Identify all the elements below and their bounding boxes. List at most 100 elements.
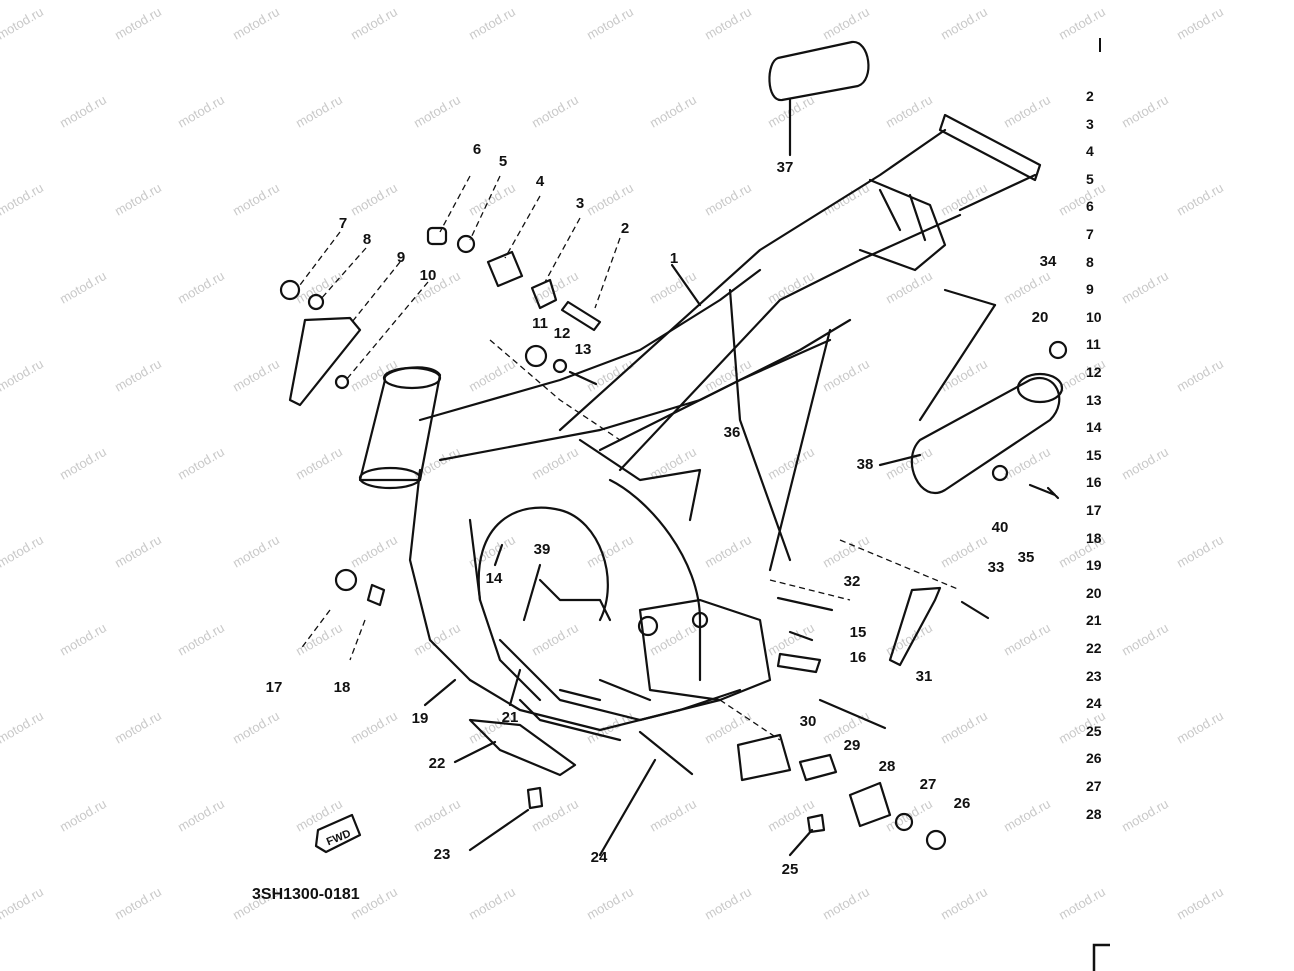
part-18-clip [366, 583, 386, 607]
watermark-text: motod.ru [466, 884, 518, 923]
watermark-text: motod.ru [411, 620, 463, 659]
callout-31: 31 [915, 668, 933, 685]
callout-10: 10 [419, 267, 437, 284]
part-28-collar [848, 781, 892, 828]
frame-subframe-stay [728, 288, 832, 572]
watermark-text: motod.ru [0, 708, 46, 747]
callout-22: 22 [428, 755, 446, 772]
right-column-number: 7 [1086, 226, 1094, 242]
watermark-text: motod.ru [702, 532, 754, 571]
frame-seat-rail-upper [558, 128, 947, 432]
part-8-washer [307, 293, 325, 311]
watermark-text: motod.ru [1056, 180, 1108, 219]
right-column-number: 19 [1086, 557, 1102, 574]
part-37-pad [768, 40, 870, 102]
part-23-bolt [526, 786, 544, 810]
right-column-number: 4 [1086, 143, 1094, 160]
watermark-text: motod.ru [883, 620, 935, 659]
watermark-text: motod.ru [0, 884, 46, 923]
part-22-plate [468, 718, 577, 777]
callout-17: 17 [265, 679, 283, 696]
watermark-text: motod.ru [1001, 444, 1053, 483]
watermark-text: motod.ru [1119, 444, 1171, 483]
right-column-number: 25 [1086, 722, 1102, 739]
part-7-nut [279, 279, 301, 301]
callout-38: 38 [856, 456, 874, 473]
watermark-text: motod.ru [175, 268, 227, 307]
watermark-text: motod.ru [647, 796, 699, 835]
watermark-text: motod.ru [529, 92, 581, 131]
callout-32: 32 [843, 573, 861, 590]
watermark-text: motod.ru [57, 444, 109, 483]
right-column-number: 27 [1086, 778, 1102, 794]
part-10-bolt [334, 374, 350, 390]
watermark-text: motod.ru [0, 532, 46, 571]
watermark-text: motod.ru [1119, 796, 1171, 835]
callout-6: 6 [472, 141, 482, 158]
watermark-text: motod.ru [702, 4, 754, 43]
part-31-bolt [818, 698, 887, 730]
part-9-bracket [288, 316, 362, 407]
callout-15: 15 [849, 624, 867, 641]
watermark-text: motod.ru [938, 4, 990, 43]
right-column-number: 11 [1086, 336, 1101, 353]
right-column-number: 14 [1086, 419, 1102, 436]
callout-33: 33 [987, 559, 1005, 576]
callout-39: 39 [533, 541, 551, 558]
watermark-text: motod.ru [584, 180, 636, 219]
callout-1: 1 [669, 250, 679, 267]
watermark-text: motod.ru [1001, 92, 1053, 131]
watermark-text: motod.ru [348, 532, 400, 571]
leader-19 [423, 678, 457, 707]
watermark-text: motod.ru [411, 92, 463, 131]
frame-down-tube-left [408, 468, 472, 682]
part-11-grommet [524, 344, 548, 368]
part-33-bolt [960, 600, 990, 620]
leader-38 [878, 453, 922, 467]
right-column-number: 6 [1086, 198, 1094, 215]
right-column-number: 21 [1086, 612, 1102, 629]
watermark-text: motod.ru [112, 180, 164, 219]
right-column-number: 24 [1086, 695, 1102, 712]
watermark-text: motod.ru [938, 884, 990, 923]
watermark-text: motod.ru [765, 268, 817, 307]
callout-11: 11 [532, 315, 548, 332]
callout-20: 20 [1031, 309, 1049, 326]
frame-skid-rail [518, 678, 652, 742]
right-column-number: 12 [1086, 364, 1102, 380]
frame-top-tube [598, 338, 832, 452]
watermark-text: motod.ru [466, 180, 518, 219]
frame-lower-rail-rear [498, 638, 722, 722]
callout-36: 36 [723, 424, 741, 441]
watermark-text: motod.ru [348, 180, 400, 219]
part-3-bushing [530, 278, 558, 310]
frame-rear-loop [858, 178, 947, 272]
watermark-text: motod.ru [1119, 268, 1171, 307]
watermark-text: motod.ru [57, 268, 109, 307]
frame-main-spar-right [438, 318, 852, 462]
callout-12: 12 [553, 325, 571, 342]
watermark-text: motod.ru [584, 884, 636, 923]
frame-lower-rail-front [468, 678, 742, 732]
watermark-text: motod.ru [57, 620, 109, 659]
watermark-text: motod.ru [175, 444, 227, 483]
frame-rear-strut [958, 173, 1037, 212]
right-column-number: 22 [1086, 640, 1102, 656]
part-40-washer [991, 464, 1009, 482]
watermark-text: motod.ru [647, 92, 699, 131]
part-2-bolt [560, 300, 602, 332]
callout-30: 30 [799, 713, 817, 730]
right-column-number: 16 [1086, 474, 1102, 491]
leader-14 [493, 543, 504, 567]
part-38-cover [910, 377, 1061, 494]
part-40-bolt [1028, 483, 1060, 500]
leader-24 [598, 758, 657, 857]
leader-1 [670, 263, 702, 307]
watermark-text: motod.ru [466, 356, 518, 395]
part-5-washer [456, 234, 476, 254]
part-27-washer [894, 812, 914, 832]
part-6-nut [426, 226, 448, 246]
part-35-bracket [888, 586, 942, 667]
watermark-text: motod.ru [647, 620, 699, 659]
